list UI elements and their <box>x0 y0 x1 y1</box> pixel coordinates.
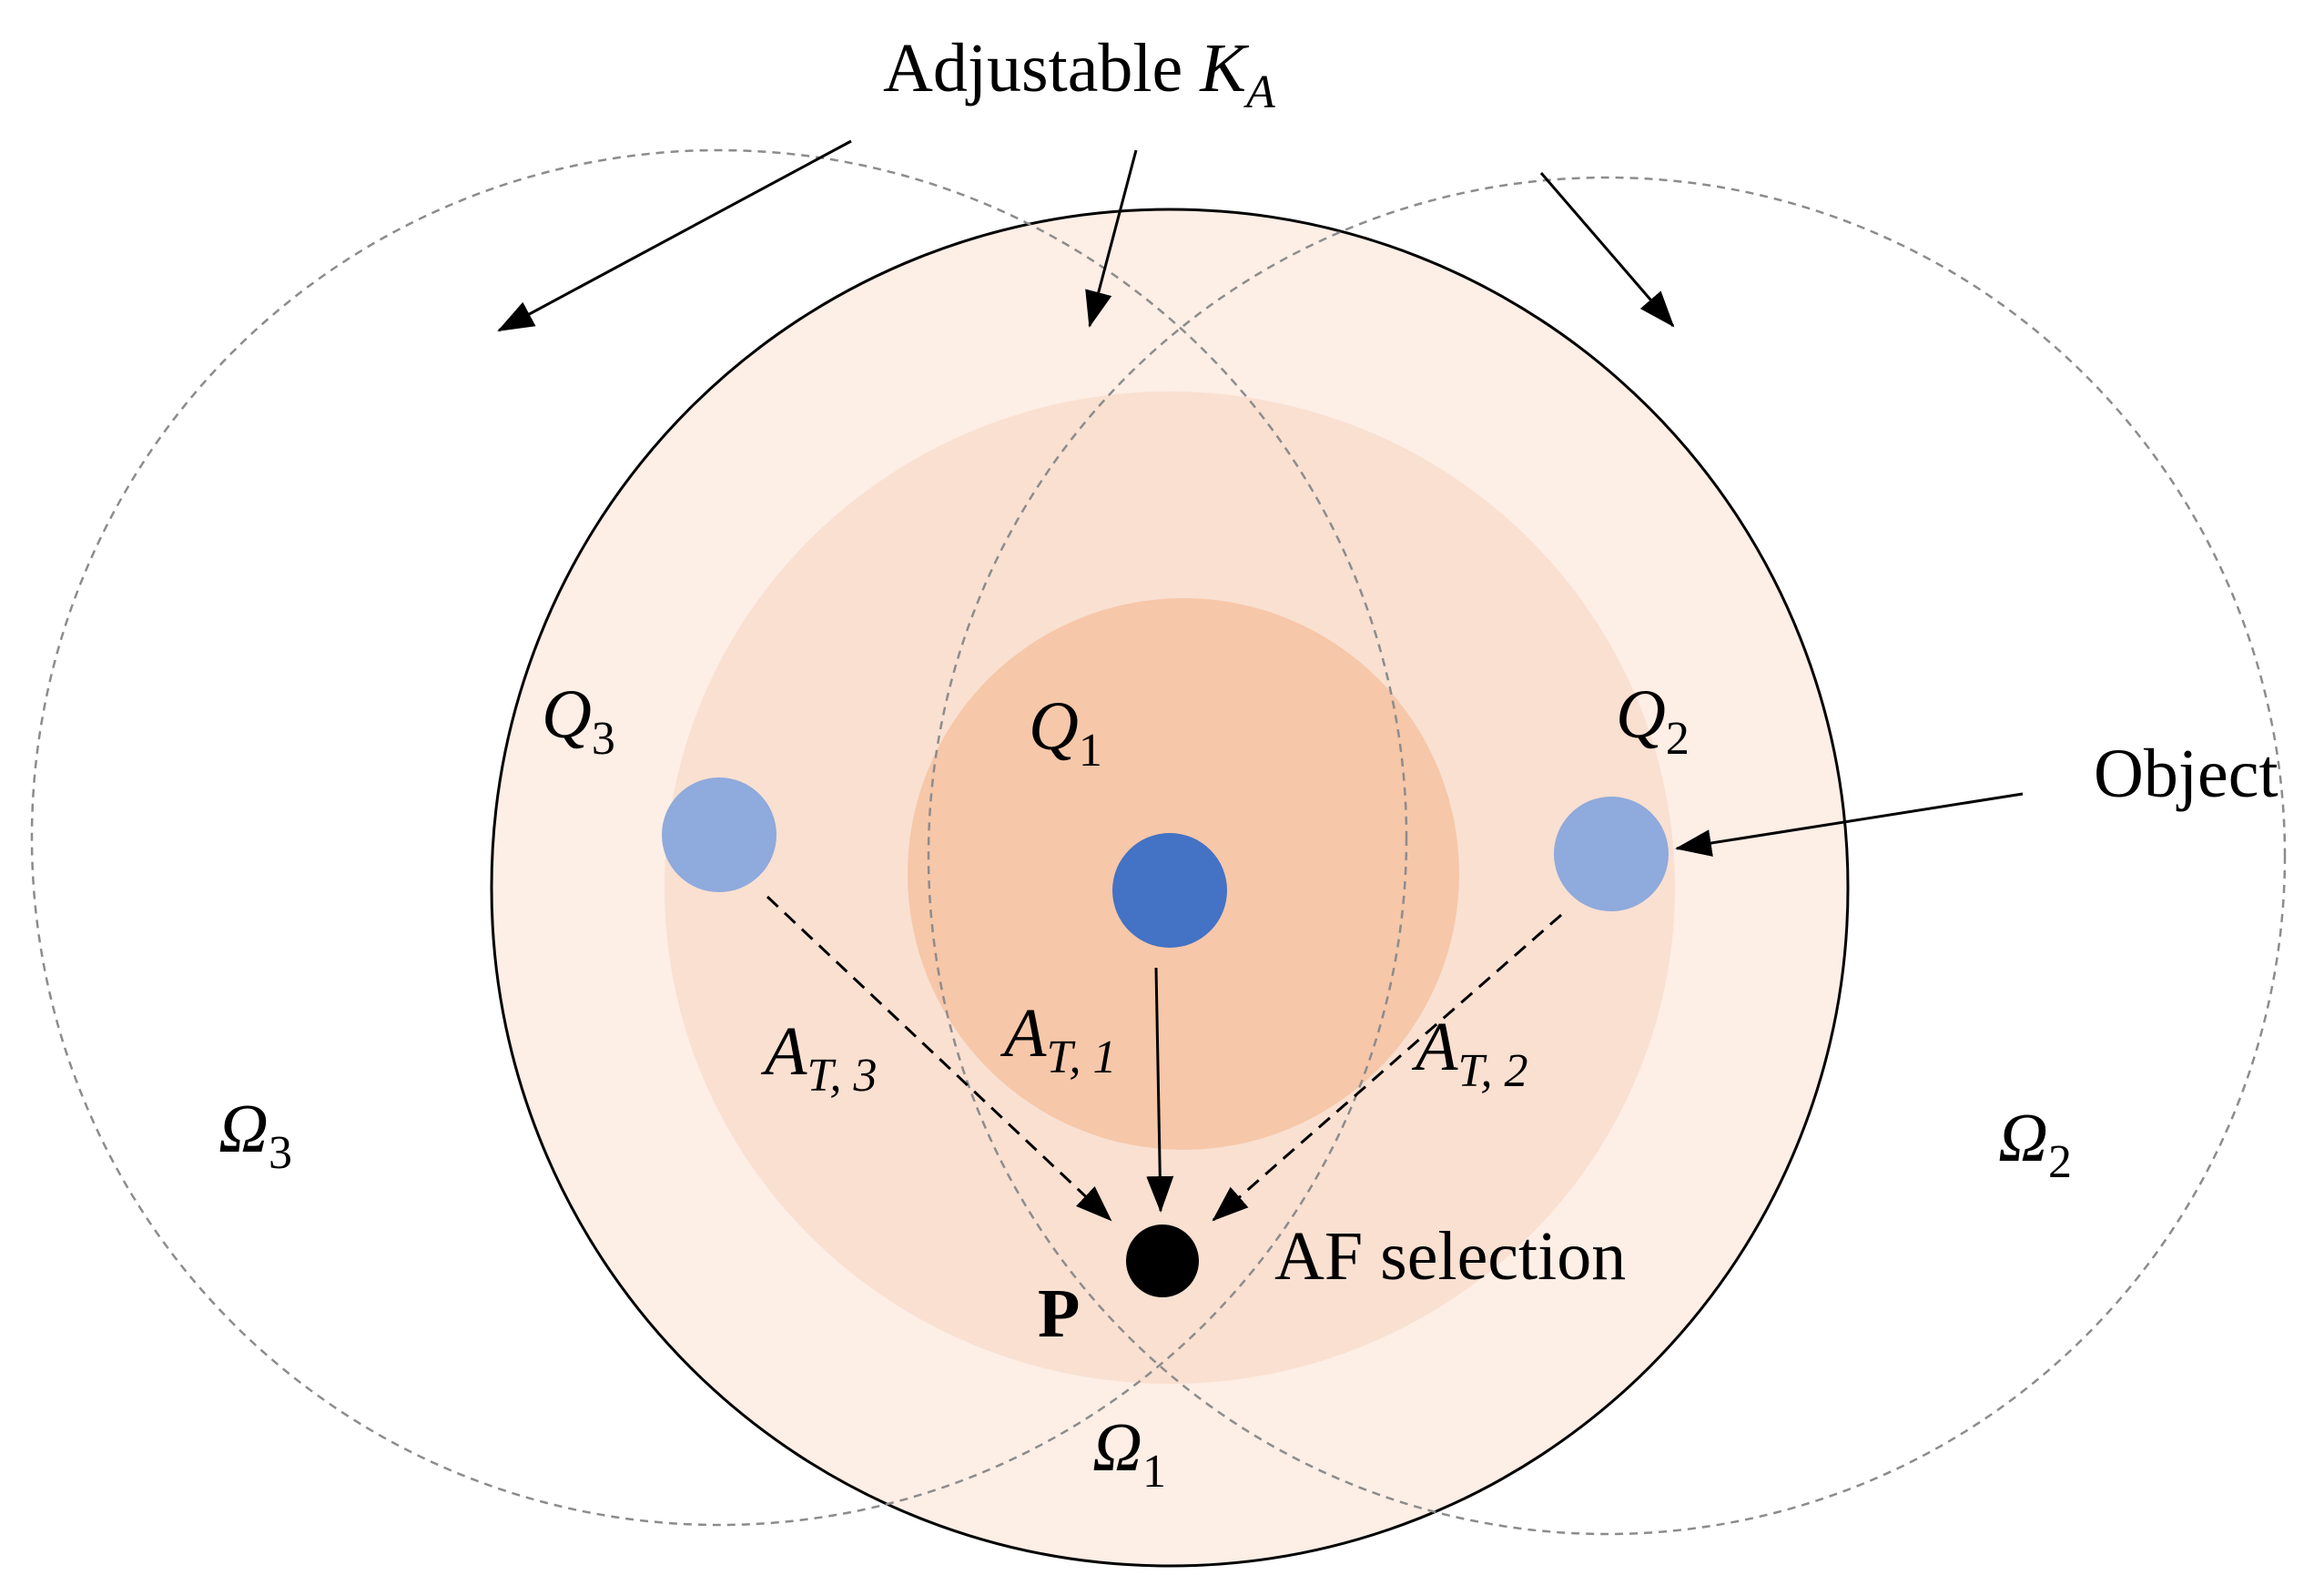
at3-label: AT, 3 <box>760 1013 878 1102</box>
af-selection-label: AF selection <box>1274 1218 1626 1295</box>
transfer-arrow-q2 <box>1212 913 1562 1222</box>
adjustable-arrow-center <box>1085 149 1138 328</box>
omega2-label: Ω2 <box>1998 1100 2072 1188</box>
q2-label: Q2 <box>1616 676 1690 765</box>
adjustable-arrow-left <box>497 139 852 332</box>
omega3-label: Ω3 <box>218 1091 292 1179</box>
object-arrow <box>1675 792 2024 857</box>
object-q1 <box>1112 833 1227 948</box>
point-p <box>1126 1224 1199 1297</box>
adjustable-ka-label: Adjustable KA <box>883 30 1275 118</box>
point-p-label: P <box>1038 1275 1080 1352</box>
q3-label: Q3 <box>542 676 615 765</box>
omega-3-dashed-circle <box>30 148 1408 1527</box>
adjustable-arrow-right <box>1539 172 1675 328</box>
object-q2 <box>1554 797 1669 911</box>
omega-2-dashed-circle <box>927 176 2287 1536</box>
at1-label: AT, 1 <box>1000 995 1117 1083</box>
omega1-label: Ω1 <box>1092 1409 1166 1498</box>
q1-label: Q1 <box>1029 688 1102 777</box>
object-label: Object <box>2094 736 2278 812</box>
transfer-arrow-q3 <box>766 895 1112 1222</box>
object-q3 <box>662 777 776 892</box>
transfer-arrow-q1 <box>1146 967 1174 1213</box>
at2-label: AT, 2 <box>1411 1009 1528 1097</box>
